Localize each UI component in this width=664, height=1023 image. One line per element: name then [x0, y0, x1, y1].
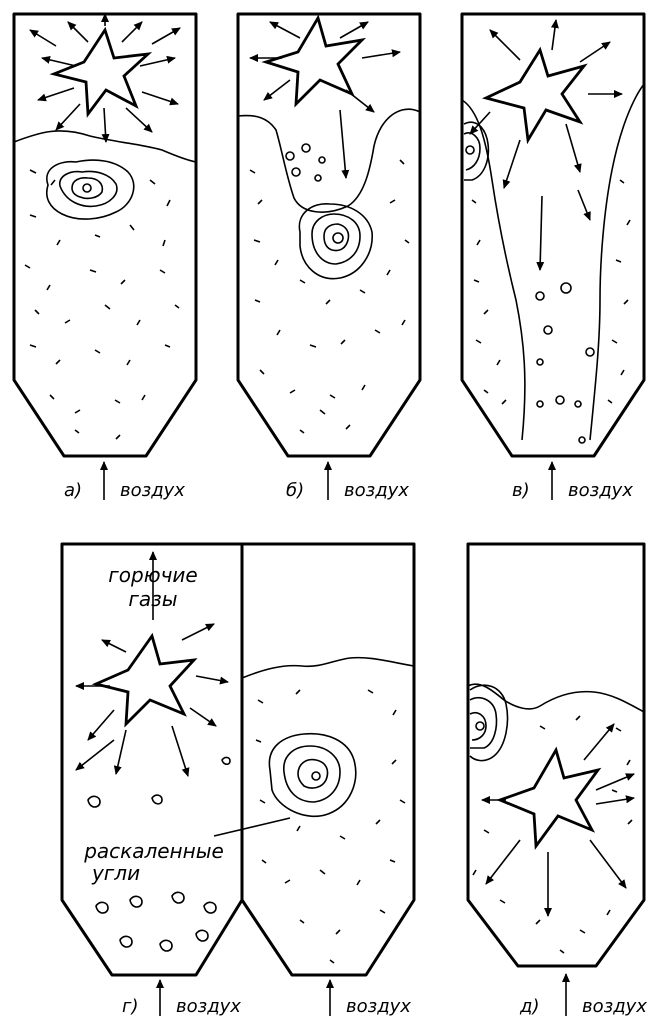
air-inlet-a: а) воздух — [64, 462, 185, 501]
air-inlet-g-right: воздух — [330, 980, 411, 1017]
channel-wall-left-v — [462, 100, 525, 440]
charge-texture-b — [250, 160, 409, 433]
charge-texture-g-right — [256, 690, 405, 963]
air-inlet-g-left: г) воздух — [122, 980, 241, 1017]
panel-v-air-label: воздух — [568, 480, 633, 501]
glowing-nucleus-a — [47, 160, 134, 219]
hot-coals-label-line2: угли — [91, 861, 140, 885]
panel-a-air-label: воздух — [120, 480, 185, 501]
vessel-g-right-outline — [242, 544, 414, 975]
glowing-nucleus-b — [299, 204, 372, 279]
hot-coals-leader-line — [214, 818, 290, 836]
panel-a: а) воздух — [14, 14, 196, 501]
charge-texture-d — [473, 716, 632, 953]
explosion-star-g — [96, 636, 194, 724]
panel-v: в) воздух — [462, 14, 644, 501]
falling-lumps-v — [536, 283, 594, 443]
panel-d-letter: д) — [519, 996, 539, 1017]
channel-wall-right-v — [590, 84, 644, 440]
crater-surface-b — [238, 109, 420, 212]
glowing-nucleus-d — [470, 685, 508, 760]
panel-b-air-label: воздух — [344, 480, 409, 501]
panel-a-letter: а) — [64, 480, 82, 501]
panel-g-air-label-right: воздух — [346, 996, 411, 1017]
floating-lumps-b — [286, 144, 325, 181]
panel-g-air-label: воздух — [176, 996, 241, 1017]
panel-v-letter: в) — [512, 480, 530, 501]
glowing-nucleus-v — [464, 122, 488, 180]
panel-b: б) воздух — [238, 14, 420, 501]
explosion-star-a — [54, 30, 148, 114]
explosion-star-d — [500, 750, 598, 846]
panel-g-letter: г) — [122, 996, 138, 1017]
charge-texture-a — [25, 170, 179, 439]
panel-b-letter: б) — [286, 480, 304, 501]
panel-d: д) воздух — [468, 544, 647, 1017]
air-inlet-b: б) воздух — [286, 462, 409, 501]
air-inlet-d: д) воздух — [519, 974, 647, 1017]
explosion-star-v — [486, 50, 584, 140]
charge-texture-v — [472, 180, 630, 404]
panel-d-air-label: воздух — [582, 996, 647, 1017]
explosion-arrows-v — [470, 20, 622, 270]
air-inlet-v: в) воздух — [512, 462, 633, 501]
charge-surface-g-right — [242, 658, 414, 678]
glowing-nucleus-g — [269, 734, 355, 817]
panel-g: горючие газы раскален — [62, 544, 414, 1017]
hot-coals-label-line1: раскаленные — [83, 839, 224, 863]
